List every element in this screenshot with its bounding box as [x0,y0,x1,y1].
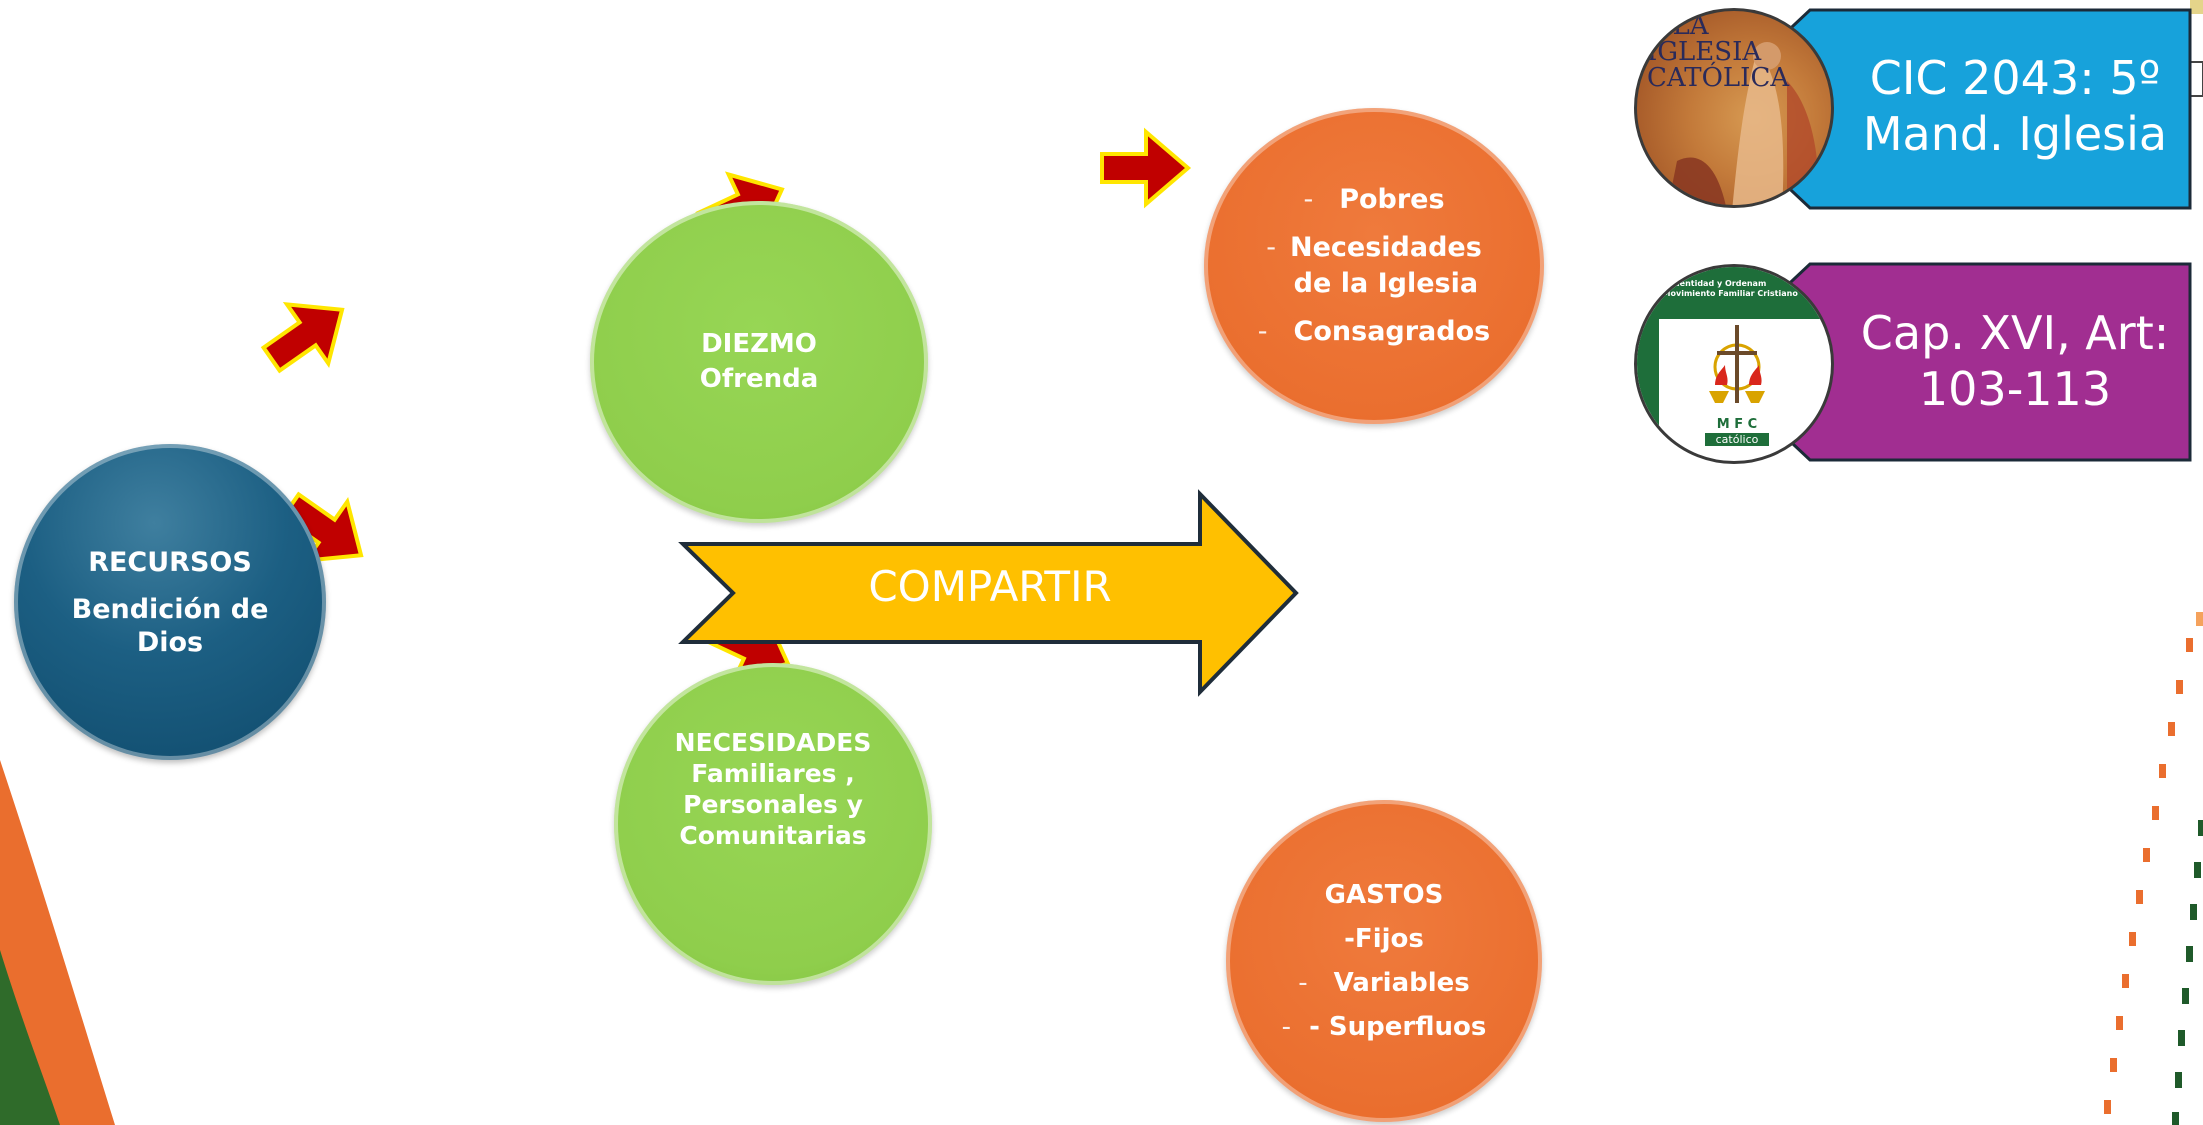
necesidades-line4: Comunitarias [679,821,867,850]
destinos-necesidades-line1: Necesidades [1289,232,1482,263]
mfc-logo-image: de Identidad y Ordenam l Movimiento Fami… [1634,264,1834,464]
mfc-catolico: católico [1705,433,1769,446]
destinos-item-pobres: - Pobres [1303,182,1444,218]
dash: - [1303,184,1314,215]
gastos-item-variables: - Variables [1298,961,1470,1005]
recursos-line1: Bendición de [71,593,269,625]
destinos-item-consagrados: - Consagrados [1258,314,1490,350]
dotted-arc [2104,612,2203,1125]
destinos-necesidades-line2: de la Iglesia [1293,268,1479,299]
cic-line1: CIC 2043: 5º [1869,51,2161,105]
dash: - [1298,968,1308,998]
cross-icon [1709,325,1765,403]
recursos-circle: RECURSOS Bendición de Dios [14,444,326,760]
recursos-title: RECURSOS [88,546,252,578]
gastos-variables: Variables [1333,968,1470,998]
painting-figures [1668,42,1819,205]
recursos-line2: Dios [136,626,204,658]
gastos-item-superfluos: - - Superfluos [1282,1005,1487,1049]
dash: - [1266,232,1276,263]
mfc-header-line1: de Identidad y Ordenam [1657,279,1767,288]
catechism-cover-image: L LA IGLESIA CATÓLICA [1634,8,1834,208]
compartir-arrow [678,489,1299,697]
mfc-reference-text: Cap. XVI, Art: 103-113 [1840,305,2190,417]
green-swoosh [0,950,60,1125]
mfc-acronym: M F C [1716,417,1758,432]
necesidades-line2: Familiares , [691,759,855,788]
destinos-circle: - Pobres - Necesidades de la Iglesia - C… [1204,108,1544,424]
dash: - [1281,1012,1292,1042]
diezmo-line1: DIEZMO [701,329,817,359]
diezmo-line2: Ofrenda [699,364,819,394]
gastos-title: GASTOS [1324,880,1444,910]
necesidades-line1: NECESIDADES [674,728,872,757]
cover-text-line1: L LA [1647,11,1709,41]
diezmo-circle: DIEZMO Ofrenda [590,201,928,523]
necesidades-circle: NECESIDADES Familiares , Personales y Co… [614,663,932,985]
mfc-header-line2: l Movimiento Familiar Cristiano [1657,289,1798,298]
gastos-fijos: -Fijos [1344,924,1424,954]
cic-line2: Mand. Iglesia [1862,107,2168,161]
mfc-green-header [1637,267,1831,319]
necesidades-line3: Personales y [683,790,863,819]
mfc-green-side [1637,319,1659,461]
cover-text-line3: CATÓLICA [1647,63,1790,93]
gastos-circle: GASTOS -Fijos - Variables - - Superfluos [1226,800,1542,1122]
destinos-necesidades: Necesidades de la Iglesia [1290,230,1482,302]
gastos-superfluos: - Superfluos [1309,1012,1487,1042]
destinos-consagrados: Consagrados [1293,316,1491,347]
destinos-item-necesidades: - Necesidades de la Iglesia [1266,230,1482,302]
cic-reference-text: CIC 2043: 5º Mand. Iglesia [1840,50,2190,162]
compartir-label: COMPARTIR [868,562,1112,611]
dash: - [1257,316,1268,347]
cover-text-line2: IGLESIA [1647,37,1762,67]
mfc-line1: Cap. XVI, Art: [1860,306,2170,360]
destinos-pobres: Pobres [1339,184,1445,215]
mfc-line2: 103-113 [1918,362,2112,416]
orange-swoosh [0,760,115,1125]
edge-fragment [2190,0,2203,14]
